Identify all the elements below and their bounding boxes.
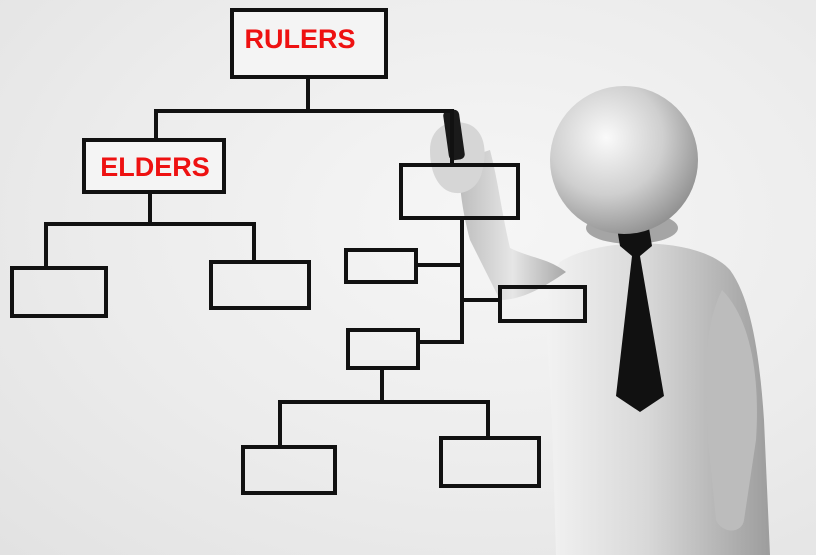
- label-elders: ELDERS: [100, 152, 210, 182]
- person-tie: [616, 222, 664, 412]
- box-lower-left-child: [241, 445, 337, 495]
- person-left-arm: [459, 150, 566, 300]
- connector-lines: [44, 75, 502, 449]
- box-right-mid: [498, 285, 587, 323]
- chart-boxes: [10, 8, 587, 495]
- box-lower-right-child: [439, 436, 541, 488]
- person-head: [550, 86, 698, 234]
- box-lower-middle: [346, 328, 420, 370]
- person-right-arm: [706, 290, 757, 531]
- box-elders-left-child: [10, 266, 108, 318]
- box-elders-right-child: [209, 260, 311, 310]
- box-elders: [82, 138, 226, 194]
- person-figure: [430, 86, 770, 555]
- box-rulers: [230, 8, 388, 79]
- label-rulers: RULERS: [244, 24, 355, 54]
- box-right-top: [399, 163, 520, 220]
- box-right-small: [344, 248, 418, 284]
- connector-right-stem: [416, 216, 464, 344]
